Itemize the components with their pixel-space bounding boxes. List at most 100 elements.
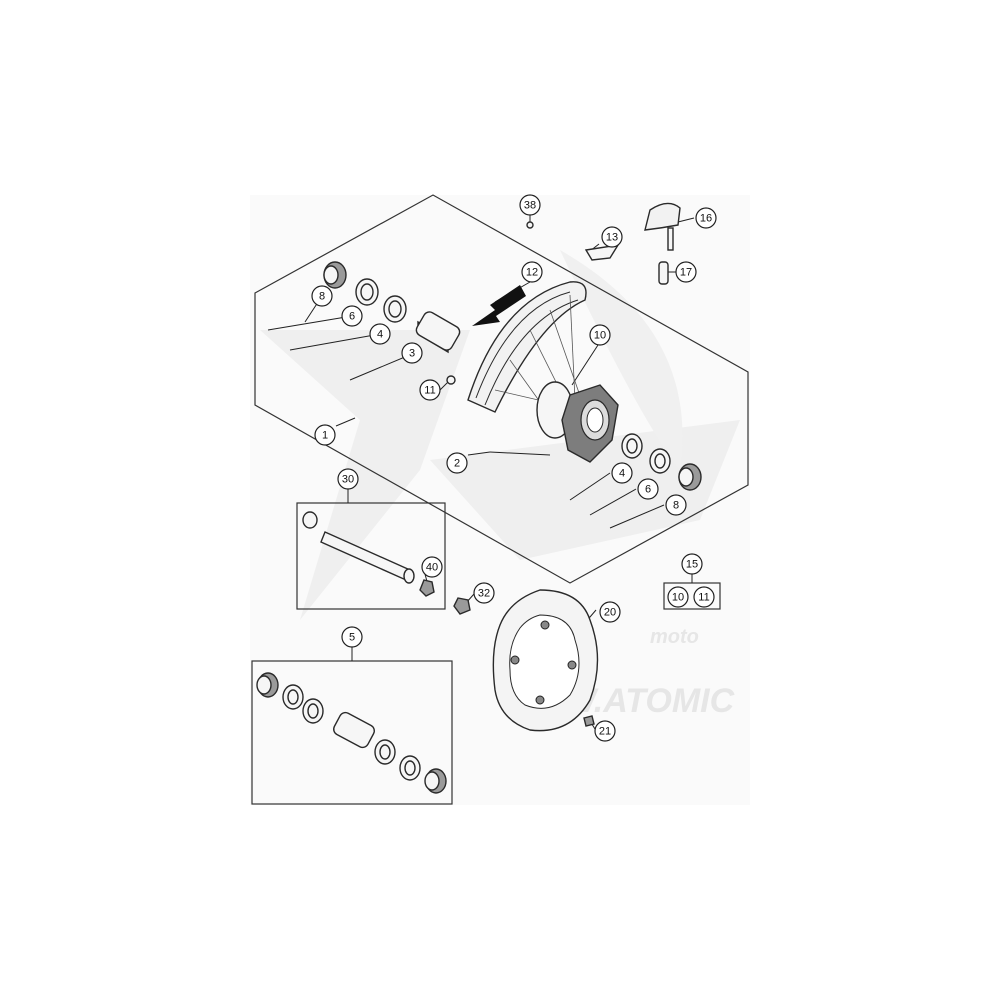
callout-label: 2 [454, 458, 460, 470]
callout-label: 4 [619, 468, 625, 480]
callout-circle [589, 324, 611, 346]
callout-label: 32 [478, 588, 490, 600]
callout-label: 10 [594, 330, 606, 342]
callout-circle [341, 305, 363, 327]
callout-label: 16 [700, 213, 712, 225]
callout-label: 3 [409, 348, 415, 360]
callout-c4b: 4 [611, 462, 633, 484]
callout-c17: 17 [675, 261, 697, 283]
callout-circle [419, 379, 441, 401]
wheel-assembly-frame [254, 194, 749, 584]
rotation-arrow [472, 285, 526, 326]
bearing-kit-parts [256, 672, 447, 794]
callout-c6a: 6 [341, 305, 363, 327]
callout-label: 38 [524, 200, 536, 212]
callout-c8a: 8 [311, 285, 333, 307]
rim-lock-nut [658, 261, 669, 285]
callout-circle [599, 601, 621, 623]
callout-c10: 10 [589, 324, 611, 346]
brake-disc [492, 589, 599, 732]
valve-cap [526, 221, 534, 229]
callout-circle [693, 586, 715, 608]
callout-label: 8 [673, 500, 679, 512]
callout-label: 4 [377, 329, 383, 341]
callout-c8b: 8 [665, 494, 687, 516]
callout-c11: 11 [419, 379, 441, 401]
callout-label: 6 [645, 484, 651, 496]
callout-circle [667, 586, 689, 608]
callout-c2: 2 [446, 452, 468, 474]
callout-c3: 3 [401, 342, 423, 364]
axle-kit-parts [302, 511, 471, 615]
callout-c21: 21 [594, 720, 616, 742]
callout-circle [446, 452, 468, 474]
callout-label: 8 [319, 291, 325, 303]
callout-circle [421, 556, 443, 578]
callout-circle [473, 582, 495, 604]
left-hub-parts [323, 261, 461, 385]
callout-circle [594, 720, 616, 742]
callout-label: 15 [686, 559, 698, 571]
callout-circle [611, 462, 633, 484]
callout-circle [637, 478, 659, 500]
callout-circle [695, 207, 717, 229]
callout-circle [341, 626, 363, 648]
callout-c11b: 11 [693, 586, 715, 608]
spoke-nipple [446, 375, 456, 385]
callout-c5: 5 [341, 626, 363, 648]
watermark-swoosh-left [260, 330, 470, 620]
callout-c4a: 4 [369, 323, 391, 345]
callout-c13: 13 [601, 226, 623, 248]
callout-c12: 12 [521, 261, 543, 283]
callout-label: 21 [599, 726, 611, 738]
callout-label: 10 [672, 592, 684, 604]
callout-label: 30 [342, 474, 354, 486]
rim-lock [644, 202, 681, 231]
watermark-swoosh-right [560, 250, 683, 470]
callout-c20: 20 [599, 601, 621, 623]
wheel-hub [536, 381, 619, 463]
right-hub-parts [621, 433, 702, 491]
callout-label: 6 [349, 311, 355, 323]
top-small-parts [526, 202, 681, 285]
callout-label: 13 [606, 232, 618, 244]
callout-circle [401, 342, 423, 364]
callout-c38: 38 [519, 194, 541, 216]
rim-tape [584, 244, 620, 261]
callout-label: 40 [426, 562, 438, 574]
callout-label: 1 [322, 430, 328, 442]
callout-circle [665, 494, 687, 516]
callout-c15: 15 [681, 553, 703, 575]
callout-circle [519, 194, 541, 216]
callout-label: 20 [604, 607, 616, 619]
disc-bolt [583, 715, 595, 727]
axle-kit-frame [296, 502, 446, 610]
callout-c30: 30 [337, 468, 359, 490]
callout-c1: 1 [314, 424, 336, 446]
callout-circle [337, 468, 359, 490]
callout-label: 11 [698, 592, 709, 604]
callout-circle [369, 323, 391, 345]
callout-circle [681, 553, 703, 575]
axle-spacer [302, 511, 318, 529]
callout-c10b: 10 [667, 586, 689, 608]
callout-c16: 16 [695, 207, 717, 229]
callout-circle [311, 285, 333, 307]
callout-circle [601, 226, 623, 248]
callout-circle [675, 261, 697, 283]
axle-clamp-bolt [453, 597, 471, 615]
callout-label: 12 [526, 267, 538, 279]
callout-label: 17 [680, 267, 692, 279]
axle-nut [419, 579, 435, 597]
callout-label: 11 [424, 385, 435, 397]
callout-c6b: 6 [637, 478, 659, 500]
hub-sleeve [415, 311, 461, 351]
callout-c40: 40 [421, 556, 443, 578]
watermark-brand: moto [650, 626, 699, 648]
callout-label: 5 [349, 632, 355, 644]
callout-circle [314, 424, 336, 446]
callout-circle [521, 261, 543, 283]
callout-c32: 32 [473, 582, 495, 604]
